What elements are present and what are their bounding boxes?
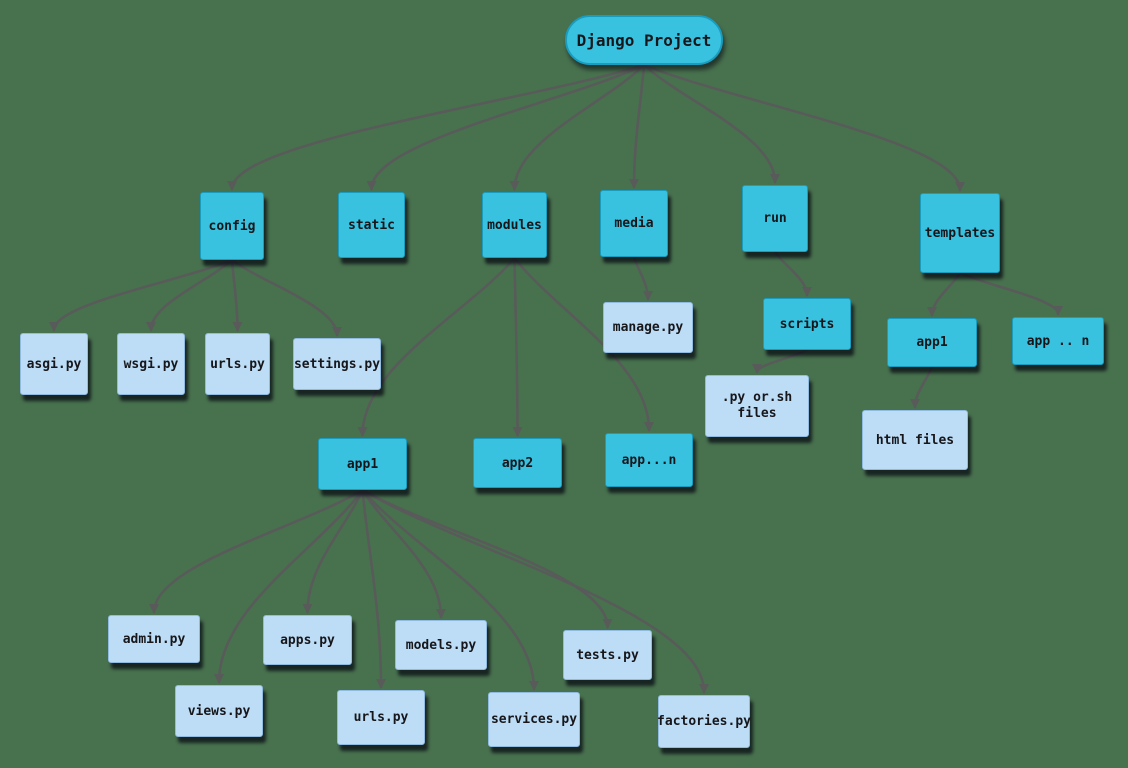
node-models: models.py	[395, 620, 487, 670]
node-tmpl_appn: app .. n	[1012, 317, 1104, 365]
edge-root-config	[227, 63, 646, 191]
node-label-pysh: .py or.sh files	[721, 390, 793, 421]
node-urls_app: urls.py	[337, 690, 425, 745]
edge-mod_app1-tests	[361, 488, 613, 629]
node-static: static	[338, 192, 405, 258]
edge-run-scripts	[773, 250, 812, 297]
node-label-settings: settings.py	[293, 356, 381, 372]
node-label-mod_appn: app...n	[621, 452, 677, 468]
node-label-config: config	[208, 218, 256, 234]
edge-root-templates	[642, 63, 965, 192]
node-modules: modules	[482, 192, 547, 258]
node-label-apps: apps.py	[280, 632, 335, 648]
node-label-htmlfiles: html files	[875, 432, 955, 448]
node-label-wsgi: wsgi.py	[123, 356, 179, 372]
node-root: Django Project	[565, 15, 723, 65]
node-mod_app1: app1	[318, 438, 407, 490]
node-urls_config: urls.py	[205, 333, 270, 395]
edge-mod_app1-admin	[149, 488, 364, 614]
node-label-media: media	[614, 216, 654, 231]
edge-root-modules	[509, 63, 646, 191]
edge-root-run	[642, 63, 780, 184]
node-label-modules: modules	[487, 217, 542, 233]
node-label-mod_app2: app2	[501, 455, 534, 471]
edge-config-settings	[230, 258, 342, 337]
node-htmlfiles: html files	[862, 410, 968, 470]
node-label-tmpl_appn: app .. n	[1026, 333, 1090, 349]
node-label-manage: manage.py	[612, 320, 684, 335]
node-label-models: models.py	[405, 637, 477, 653]
node-mod_appn: app...n	[605, 433, 693, 487]
edge-mod_app1-apps	[302, 488, 364, 614]
node-tmpl_app1: app1	[887, 318, 977, 367]
node-mod_app2: app2	[473, 438, 562, 488]
node-label-asgi: asgi.py	[26, 356, 82, 372]
edge-templates-tmpl_app1	[927, 271, 962, 317]
node-views: views.py	[175, 685, 263, 737]
edge-tmpl_app1-htmlfiles	[910, 365, 934, 409]
edge-modules-mod_app2	[512, 256, 523, 437]
node-run: run	[742, 185, 808, 252]
edge-config-wsgi	[146, 258, 234, 332]
node-scripts: scripts	[763, 298, 851, 350]
node-pysh: .py or.sh files	[705, 375, 809, 437]
node-label-run: run	[763, 211, 787, 226]
node-wsgi: wsgi.py	[117, 333, 185, 395]
node-label-scripts: scripts	[779, 316, 835, 332]
node-label-tmpl_app1: app1	[916, 335, 948, 350]
node-label-mod_app1: app1	[346, 456, 379, 472]
node-label-tests: tests.py	[576, 647, 639, 663]
edge-scripts-pysh	[752, 348, 809, 374]
node-asgi: asgi.py	[20, 333, 88, 395]
edge-mod_app1-urls_app	[361, 488, 386, 689]
node-services: services.py	[488, 692, 580, 747]
node-label-views: views.py	[187, 703, 251, 719]
edge-mod_app1-models	[361, 488, 446, 619]
node-templates: templates	[920, 193, 1000, 273]
edge-config-asgi	[49, 258, 234, 332]
edge-media-manage	[632, 255, 653, 301]
node-admin: admin.py	[108, 615, 200, 663]
node-label-static: static	[348, 217, 395, 233]
node-tests: tests.py	[563, 630, 652, 680]
node-apps: apps.py	[263, 615, 352, 665]
edge-templates-tmpl_appn	[958, 271, 1063, 316]
node-settings: settings.py	[293, 338, 381, 390]
node-config: config	[200, 192, 264, 260]
node-factories: factories.py	[657, 695, 751, 748]
edge-config-urls_config	[230, 258, 243, 332]
node-label-factories: factories.py	[657, 714, 751, 729]
edge-root-media	[629, 63, 646, 189]
edge-root-static	[366, 63, 646, 191]
node-label-services: services.py	[490, 712, 578, 727]
node-media: media	[600, 190, 668, 257]
node-label-urls_config: urls.py	[210, 356, 265, 372]
node-label-urls_app: urls.py	[353, 710, 409, 725]
node-manage: manage.py	[603, 302, 693, 353]
node-label-templates: templates	[924, 225, 996, 241]
node-label-root: Django Project	[576, 30, 712, 50]
edge-modules-mod_app1	[357, 256, 516, 437]
node-label-admin: admin.py	[122, 631, 186, 647]
